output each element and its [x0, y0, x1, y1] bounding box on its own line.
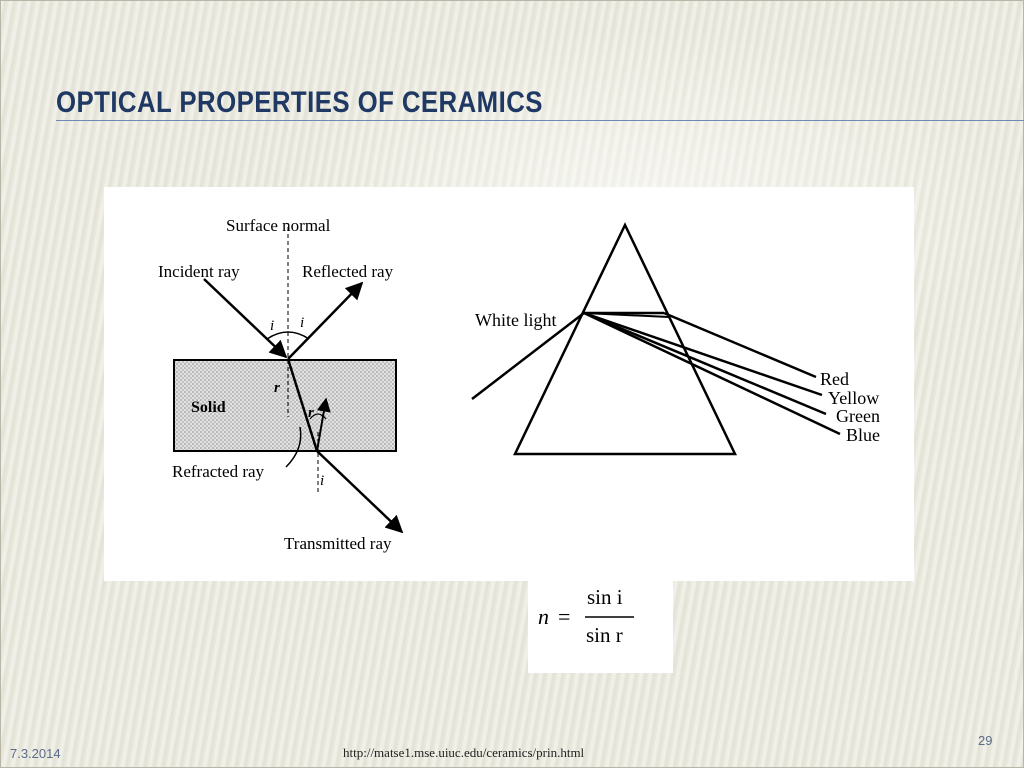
slide-number: 29 [978, 733, 993, 748]
equation-denominator: sin r [586, 623, 623, 647]
figure-panel: Surface normal Incident ray Reflected ra… [104, 187, 914, 581]
incident-ray-label: Incident ray [158, 262, 240, 281]
angle-i-right: i [300, 315, 304, 331]
ray-red [663, 311, 817, 379]
slide-title: Optical Properties of Ceramics [56, 86, 543, 119]
footer-source-url: http://matse1.mse.uiuc.edu/ceramics/prin… [343, 745, 585, 760]
angle-i-bottom: i [320, 473, 324, 489]
transmitted-ray-line [316, 450, 404, 534]
refracted-ray-label: Refracted ray [172, 462, 265, 481]
spectrum-red-label: Red [820, 369, 849, 389]
reflected-ray-label: Reflected ray [302, 262, 394, 281]
angle-i-left: i [270, 318, 274, 334]
refractive-index-equation: n = sin i sin r [528, 581, 673, 673]
solid-block [173, 359, 397, 452]
spectrum-green-label: Green [836, 406, 880, 426]
equation-graphic: n = sin i sin r [538, 585, 634, 647]
refracted-ray-line [286, 358, 319, 452]
title-underline [56, 120, 1024, 121]
angle-r-mid: r [308, 405, 314, 421]
white-light-label: White light [475, 310, 556, 330]
equation-equals: = [558, 604, 570, 629]
incident-white-light [471, 312, 585, 400]
angle-arc-top [266, 331, 310, 340]
ray-blue [583, 311, 841, 436]
incident-ray-line [203, 278, 288, 359]
prism [513, 222, 737, 456]
angle-r-right: r [322, 397, 328, 413]
prism-diagram: White light Red Yellow Green Blue [471, 222, 880, 456]
refraction-diagram: Surface normal Incident ray Reflected ra… [158, 216, 404, 553]
optics-figure: Surface normal Incident ray Reflected ra… [158, 216, 880, 553]
reflected-ray-line [287, 281, 364, 360]
angle-r-inner: r [274, 380, 280, 396]
footer-date: 7.3.2014 [10, 746, 61, 761]
spectrum-yellow-label: Yellow [828, 388, 879, 408]
angle-arc-mid [309, 413, 327, 420]
ray-green [583, 311, 827, 416]
inner-ray-bottom [583, 312, 670, 318]
solid-label: Solid [191, 399, 226, 416]
equation-numerator: sin i [587, 585, 623, 609]
surface-normal-label: Surface normal [226, 216, 331, 235]
equation-n: n [538, 604, 549, 629]
refracted-ray-callout [285, 426, 302, 468]
ray-yellow [583, 311, 823, 397]
internal-reflection-line [316, 397, 331, 452]
transmitted-ray-label: Transmitted ray [284, 534, 392, 553]
spectrum-blue-label: Blue [846, 425, 880, 445]
